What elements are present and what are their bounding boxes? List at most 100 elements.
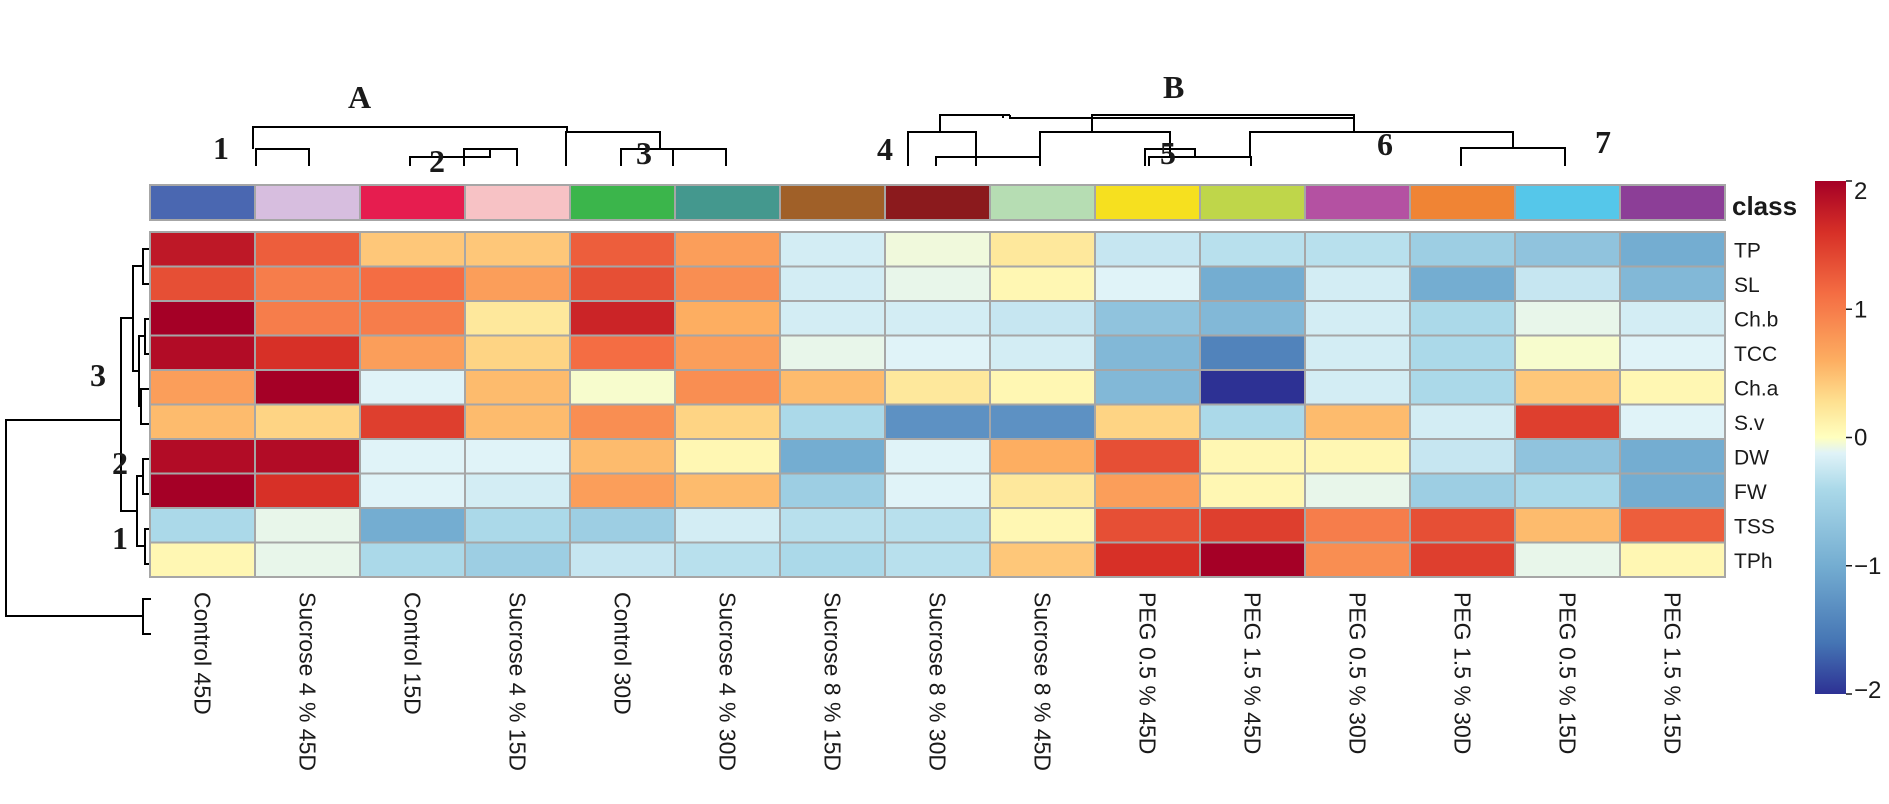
heatmap-cell — [674, 507, 781, 544]
heatmap-cell — [779, 265, 886, 302]
heatmap-cell — [1199, 438, 1306, 475]
heatmap-cell — [1094, 507, 1201, 544]
colorbar-tick-label: −2 — [1854, 677, 1881, 704]
heatmap-cell — [464, 541, 571, 578]
class-cell — [989, 184, 1096, 221]
heatmap-cell — [1304, 541, 1411, 578]
heatmap-cell — [674, 403, 781, 440]
heatmap-cell — [1199, 231, 1306, 268]
row-label: SL — [1734, 274, 1760, 297]
heatmap-cell — [1304, 334, 1411, 371]
heatmap-cell — [674, 231, 781, 268]
heatmap-cell — [1199, 265, 1306, 302]
heatmap-cell — [1304, 403, 1411, 440]
heatmap-cell — [1304, 438, 1411, 475]
heatmap-cell — [359, 541, 466, 578]
column-label: Sucrose 8 % 15D — [820, 592, 846, 771]
column-label: PEG 0.5 % 45D — [1135, 592, 1161, 754]
cluster-label-6: 6 — [1377, 126, 1393, 162]
heatmap-cell — [1619, 507, 1726, 544]
colorbar-tick-label: 2 — [1854, 178, 1867, 205]
class-cell — [149, 184, 256, 221]
heatmap-cell — [464, 334, 571, 371]
heatmap-cell — [254, 438, 361, 475]
heatmap-cell — [989, 403, 1096, 440]
heatmap-cell — [254, 369, 361, 406]
column-label: PEG 1.5 % 15D — [1660, 592, 1686, 754]
heatmap-cell — [569, 472, 676, 509]
heatmap-cell — [1409, 369, 1516, 406]
column-label: Sucrose 4 % 30D — [715, 592, 741, 771]
heatmap-cell — [989, 369, 1096, 406]
colorbar-tick-label: −1 — [1854, 553, 1881, 580]
heatmap-cell — [1409, 231, 1516, 268]
heatmap-cell — [884, 438, 991, 475]
colorbar-ticks: 210−1−2 — [1846, 178, 1881, 704]
class-cell — [779, 184, 886, 221]
class-cell — [674, 184, 781, 221]
row-label: DW — [1734, 446, 1769, 469]
heatmap-cell — [1619, 300, 1726, 337]
colorbar-tick-label: 1 — [1854, 296, 1867, 323]
heatmap-cell — [989, 438, 1096, 475]
heatmap-cell — [1514, 369, 1621, 406]
cluster-label-3: 3 — [636, 135, 652, 171]
heatmap-cell — [1094, 438, 1201, 475]
heatmap-cell — [149, 438, 256, 475]
heatmap-cell — [254, 403, 361, 440]
heatmap-cell — [779, 507, 886, 544]
heatmap-cell — [779, 231, 886, 268]
heatmap-cell — [1304, 300, 1411, 337]
class-cell — [1304, 184, 1411, 221]
heatmap-cell — [989, 265, 1096, 302]
heatmap-cell — [779, 369, 886, 406]
cluster-label-1: 1 — [213, 130, 229, 166]
heatmap-cell — [254, 541, 361, 578]
heatmap-cell — [464, 265, 571, 302]
heatmap-cell — [1409, 541, 1516, 578]
heatmap-cell — [1094, 265, 1201, 302]
heatmap-cell — [884, 472, 991, 509]
heatmap-cell — [1094, 541, 1201, 578]
cluster-label-4: 4 — [877, 131, 893, 167]
heatmap-cell — [1514, 507, 1621, 544]
heatmap-cell — [1304, 265, 1411, 302]
column-label: Control 45D — [190, 592, 216, 715]
heatmap-cell — [1199, 507, 1306, 544]
heatmap-cell — [1514, 300, 1621, 337]
heatmap-cell — [1514, 541, 1621, 578]
cluster-label-2: 2 — [429, 143, 445, 179]
class-cell — [1514, 184, 1621, 221]
heatmap-cell — [1619, 541, 1726, 578]
row-label: Ch.a — [1734, 377, 1779, 400]
heatmap-cell — [1199, 300, 1306, 337]
heatmap-cell — [1619, 438, 1726, 475]
heatmap-cell — [254, 472, 361, 509]
heatmap-cell — [1409, 265, 1516, 302]
heatmap-cell — [569, 369, 676, 406]
heatmap-cell — [359, 300, 466, 337]
heatmap-cell — [1304, 472, 1411, 509]
heatmap-cell — [569, 438, 676, 475]
heatmap-cell — [254, 507, 361, 544]
heatmap-cell — [674, 438, 781, 475]
heatmap-cell — [359, 472, 466, 509]
heatmap-cell — [674, 541, 781, 578]
heatmap-cell — [1094, 403, 1201, 440]
heatmap-cell — [569, 334, 676, 371]
class-cell — [1619, 184, 1726, 221]
heatmap-cell — [1409, 438, 1516, 475]
row-cluster-labels: 3 2 1 — [90, 357, 128, 556]
row-cluster-label-3: 3 — [90, 357, 106, 393]
heatmap-cells — [149, 231, 1726, 578]
row-label: FW — [1734, 481, 1767, 504]
class-bar — [149, 184, 1726, 221]
class-label: class — [1732, 191, 1797, 221]
heatmap-cell — [1199, 472, 1306, 509]
heatmap-cell — [569, 265, 676, 302]
heatmap-cell — [1199, 541, 1306, 578]
heatmap-cell — [989, 507, 1096, 544]
column-label: Sucrose 8 % 45D — [1030, 592, 1056, 771]
heatmap-cell — [1514, 265, 1621, 302]
